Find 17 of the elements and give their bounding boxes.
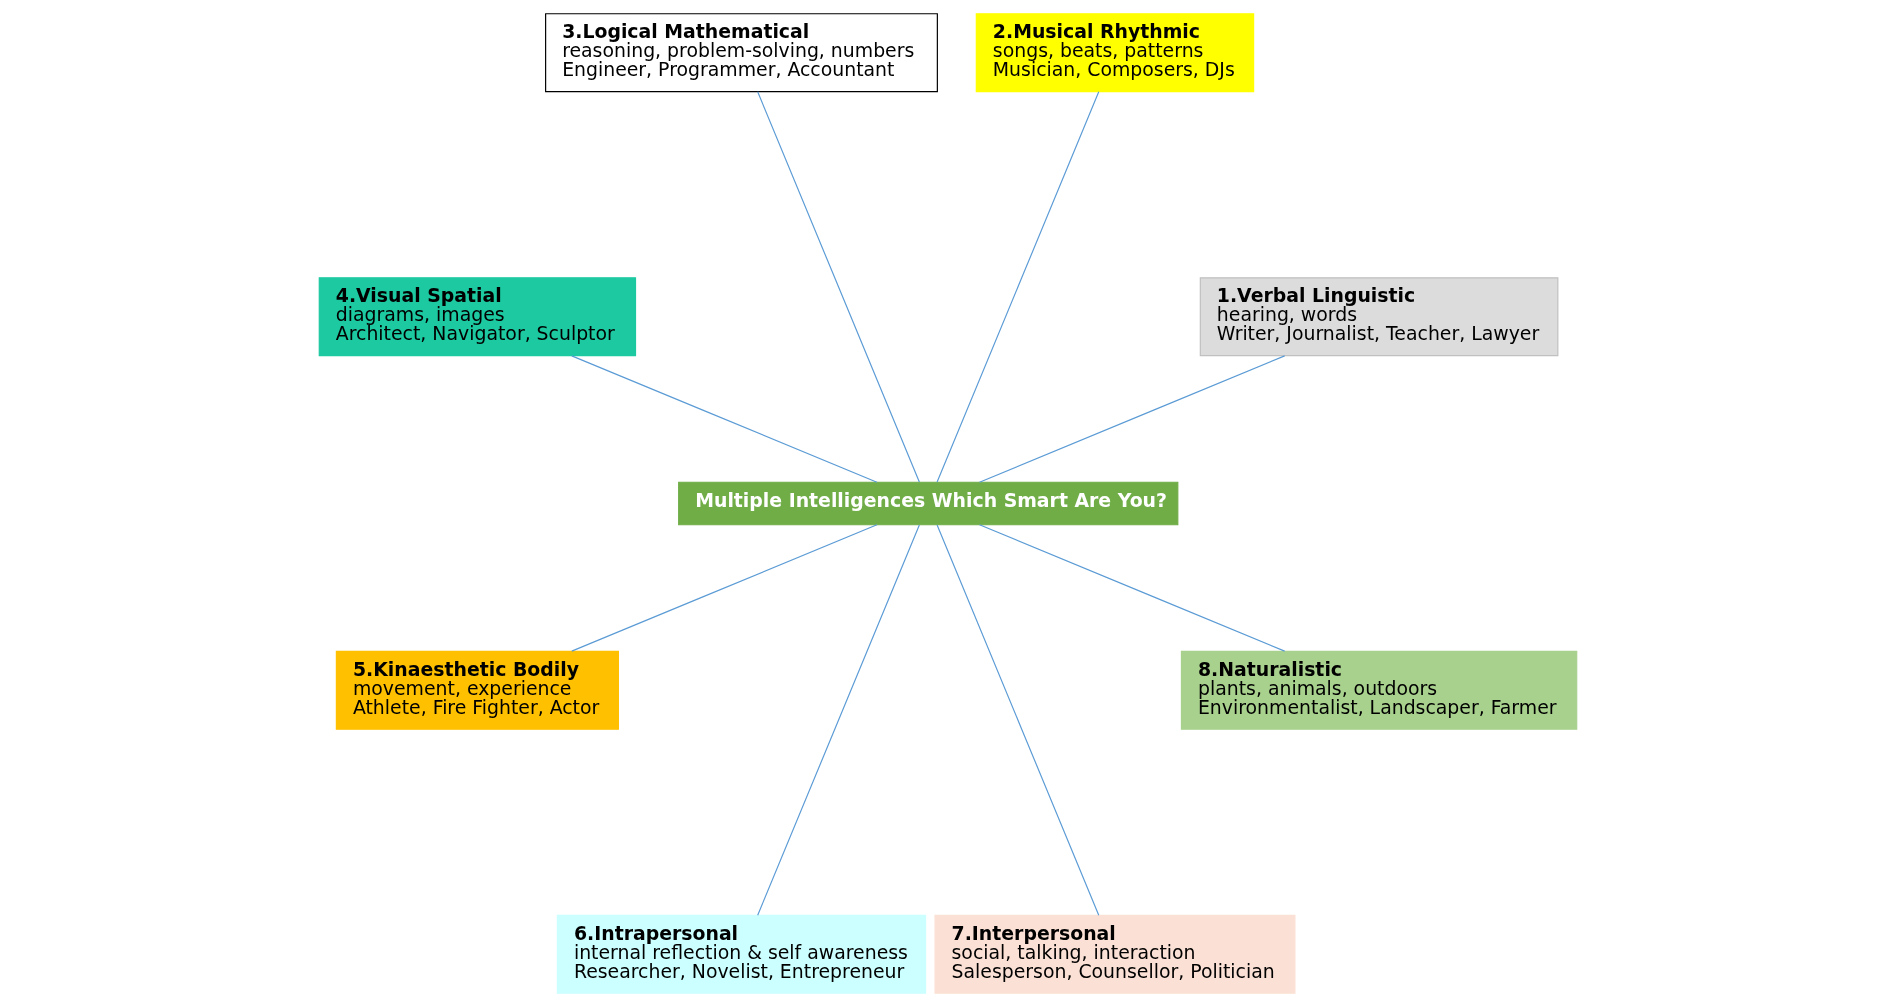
node-box: 8.Naturalistic plants, animals, outdoors Environmentalist, Landscaper, Farmer [1180, 650, 1578, 730]
connector [757, 523, 920, 916]
connector [978, 523, 1286, 652]
connector [978, 354, 1286, 483]
connector [757, 90, 920, 483]
connector [936, 523, 1100, 916]
node-box: 1.Verbal Linguistic hearing, words Writer, Journalist, Teacher, Lawyer [1199, 276, 1559, 356]
node-box: 7.Interpersonal social, talking, interaction Salesperson, Counsellor, Politician [934, 914, 1296, 994]
node-box: 6.Intrapersonal internal reflection & self awareness Researcher, Novelist, Entrepreneur [556, 914, 927, 994]
node-box: Multiple Intelligences Which Smart Are You? [678, 481, 1179, 525]
node-box: 2.Musical Rhythmic songs, beats, patterns Musician, Composers, DJs [975, 12, 1255, 92]
node-box: 3.Logical Mathematical reasoning, problem-solving, numbers Engineer, Programmer, Accountant [545, 12, 938, 92]
connector [571, 354, 878, 483]
node-box: 5.Kinaesthetic Bodily movement, experience Athlete, Fire Fighter, Actor [335, 650, 619, 730]
node-box: 4.Visual Spatial diagrams, images Architect, Navigator, Sculptor [318, 276, 637, 356]
connector [936, 90, 1100, 483]
connector [571, 523, 878, 652]
